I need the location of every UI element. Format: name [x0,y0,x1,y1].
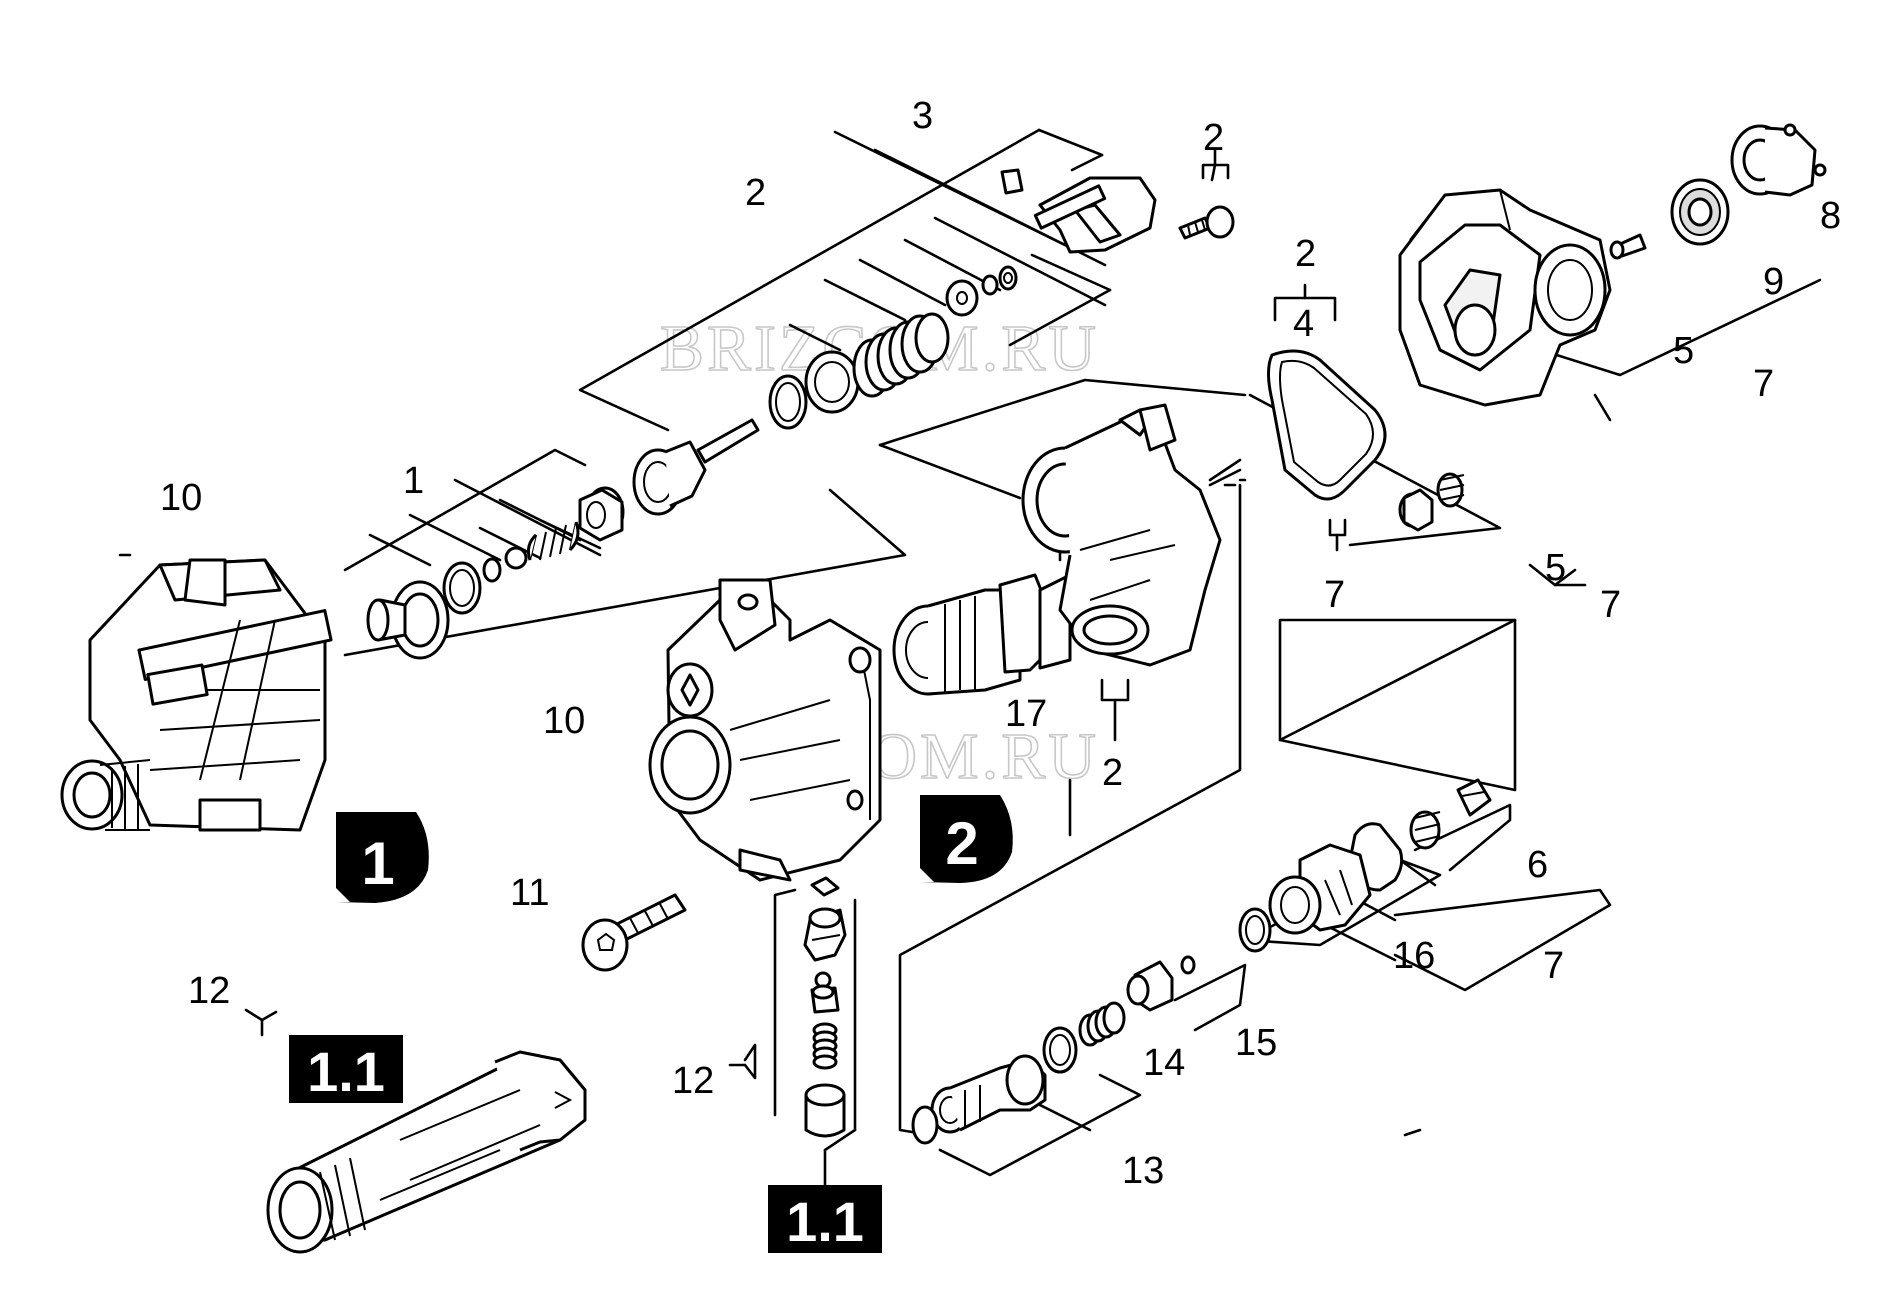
assembly-label-1-text: 1 [361,830,394,897]
callout-12-left: 12 [188,970,230,1012]
callout-6: 6 [1527,844,1548,886]
valve-parts-5 [1398,472,1465,532]
check-valve-column [803,876,847,1187]
callout-10-left: 10 [160,477,202,519]
callout-14: 14 [1143,1042,1185,1084]
callout-7-middle: 7 [1600,584,1621,626]
callout-7-gasket: 7 [1324,574,1345,616]
callout-7-upper: 7 [1753,363,1774,405]
valve-housing-10 [648,578,882,882]
callout-10-center: 10 [543,700,585,742]
head-assembly-7 [1398,123,1827,407]
callout-2-upper: 2 [745,172,766,214]
assembly-label-1-1-bottom: 1.1 [768,1185,882,1253]
callout-3: 3 [912,95,933,137]
callout-2-screw: 2 [1203,117,1224,159]
group-2-parts [632,168,1235,516]
callout-5-upper: 5 [1673,330,1694,372]
callout-15: 15 [1235,1022,1277,1064]
lower-valve-parts [911,778,1492,1145]
callout-16: 16 [1393,935,1435,977]
callout-13: 13 [1122,1150,1164,1192]
callout-17: 17 [1005,693,1047,735]
callout-5-middle: 5 [1545,547,1566,589]
group-1-parts [366,486,625,660]
pump-head-housing-1 [60,558,333,832]
callout-7-lower: 7 [1543,945,1564,987]
callout-8: 8 [1820,195,1841,237]
assembly-label-1-1-bottom-text: 1.1 [786,1190,864,1253]
callout-9: 9 [1763,261,1784,303]
assembly-label-2-text: 2 [945,810,978,877]
callout-2-gasket: 2 [1295,233,1316,275]
assembly-label-2: 2 [920,795,1013,883]
screw-11 [581,893,687,972]
callout-4: 4 [1293,303,1314,345]
filter-tube [266,1050,587,1254]
gasket-4 [1267,349,1387,501]
callout-11: 11 [510,872,549,914]
callout-labels: 1 2 2 2 2 3 4 5 5 6 7 7 7 7 8 9 10 10 11… [160,95,1841,1192]
callout-2-housing: 2 [1102,752,1123,794]
callout-1: 1 [403,460,424,502]
assembly-label-1-1-left: 1.1 [289,1035,403,1103]
assembly-label-1-1-left-text: 1.1 [307,1040,385,1103]
bracket-ticks [244,148,1587,1080]
callout-12-column: 12 [672,1060,714,1102]
assembly-label-1: 1 [336,812,429,903]
threaded-fitting-17 [892,573,1072,696]
cylinder-housing-2 [1021,403,1222,667]
